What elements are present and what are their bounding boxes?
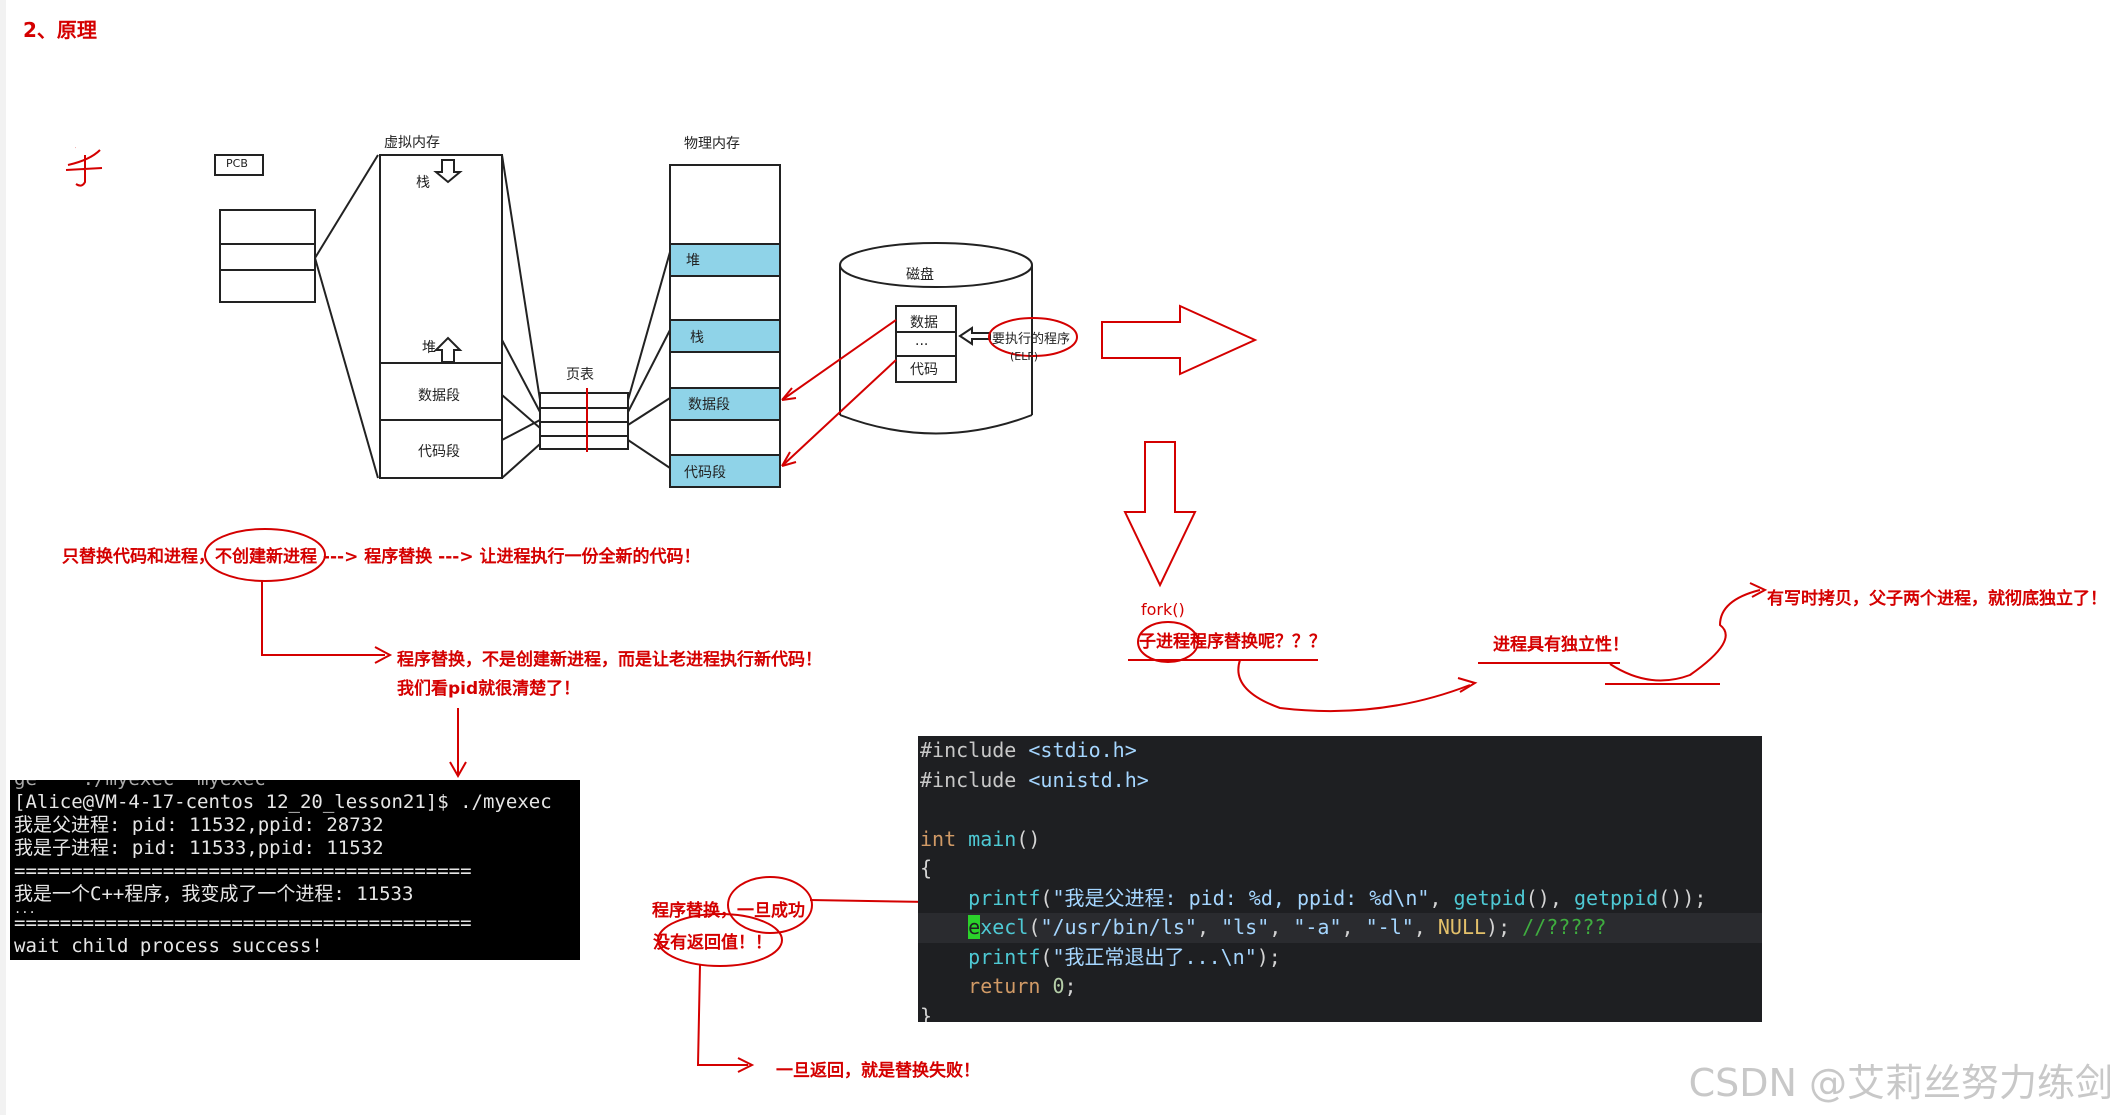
- code-line-execl: execl("/usr/bin/ls", "ls", "-a", "-l", N…: [918, 913, 1762, 943]
- program-to-run-label: 要执行的程序: [992, 332, 1071, 347]
- section-title: 2、原理: [23, 18, 97, 42]
- pcb-label-box: [214, 154, 264, 176]
- code-editor: #include <stdio.h> #include <unistd.h> i…: [918, 736, 1762, 1022]
- terminal-output: ge ./myexec myexec [Alice@VM-4-17-centos…: [10, 780, 580, 960]
- virtual-memory-box: [379, 154, 503, 479]
- data-segment-label: 数据段: [418, 388, 460, 404]
- pcb-box: [219, 209, 316, 303]
- phys-data-label: 数据段: [688, 397, 730, 413]
- virtual-memory-label: 虚拟内存: [384, 135, 440, 151]
- disk-label: 磁盘: [906, 267, 934, 283]
- terminal-line: ========================================: [14, 860, 472, 882]
- terminal-line: 我是一个C++程序，我变成了一个进程: 11533: [14, 883, 414, 905]
- code-line: printf("我正常退出了...\n");: [968, 944, 1281, 969]
- pcb-label: PCB: [226, 157, 248, 170]
- terminal-line: 我是子进程: pid: 11533,ppid: 11532: [14, 837, 384, 859]
- disk-file-box: [895, 305, 957, 383]
- note-replace-success: 程序替换，一旦成功: [652, 901, 805, 921]
- code-line: [918, 795, 1762, 825]
- phys-stack-label: 栈: [690, 330, 704, 346]
- elf-label: (ELF): [1010, 350, 1038, 363]
- note-no-return: 没有返回值！！: [653, 933, 772, 953]
- disk-code-label: 代码: [910, 362, 938, 378]
- terminal-line: 我是父进程: pid: 11532,ppid: 28732: [14, 814, 384, 836]
- phys-code-label: 代码段: [684, 465, 726, 481]
- child-mark: 子: [75, 148, 76, 149]
- physical-memory-label: 物理内存: [684, 136, 740, 152]
- phys-heap-row: [669, 243, 781, 277]
- page-table-label: 页表: [566, 367, 594, 383]
- note-fork: fork(): [1141, 600, 1185, 619]
- phys-code-row: [669, 454, 781, 488]
- code-line: #include <stdio.h>: [920, 738, 1137, 762]
- terminal-line: ========================================: [14, 912, 472, 934]
- phys-data-row: [669, 387, 781, 421]
- code-line: return 0;: [968, 974, 1077, 998]
- code-line: {: [920, 856, 933, 880]
- terminal-line: [Alice@VM-4-17-centos 12_20_lesson21]$ .…: [14, 791, 552, 813]
- note-replace-only: 只替换代码和进程，不创建新进程 ---> 程序替换 ---> 让进程执行一份全新…: [62, 547, 701, 567]
- code-line: #include <unistd.h>: [920, 767, 1149, 792]
- code-line: printf("我是父进程: pid: %d, ppid: %d\n", get…: [968, 885, 1707, 910]
- note-copy-on-write: 有写时拷贝，父子两个进程，就彻底独立了！: [1767, 589, 2107, 609]
- hollow-arrow-right: [1101, 304, 1258, 376]
- code-segment-label: 代码段: [418, 444, 460, 460]
- heap-label: 堆: [422, 340, 436, 356]
- note-replace-explain: 程序替换，不是创建新进程，而是让老进程执行新代码！: [397, 650, 822, 670]
- note-child-replace-question: 子进程程序替换呢？？？: [1139, 632, 1326, 652]
- phys-heap-label: 堆: [686, 253, 700, 269]
- left-margin-bar: [0, 0, 6, 1115]
- terminal-cursor-line: [10, 958, 580, 960]
- terminal-line: wait child process success!: [14, 935, 323, 957]
- disk-data-label: 数据: [910, 315, 938, 331]
- phys-stack-row: [669, 319, 781, 353]
- watermark: CSDN @艾莉丝努力练剑: [1688, 1061, 2113, 1105]
- note-see-pid: 我们看pid就很清楚了！: [397, 679, 581, 699]
- disk-ellipsis: ...: [915, 333, 929, 349]
- code-line: }: [920, 1003, 933, 1023]
- code-line: int main(): [920, 826, 1041, 851]
- note-process-independence: 进程具有独立性！: [1493, 635, 1629, 655]
- stack-label: 栈: [416, 175, 430, 191]
- terminal-line: ge ./myexec myexec: [10, 780, 580, 791]
- note-return-fail: 一旦返回，就是替换失败！: [776, 1061, 980, 1081]
- hollow-arrow-down: [1123, 441, 1197, 588]
